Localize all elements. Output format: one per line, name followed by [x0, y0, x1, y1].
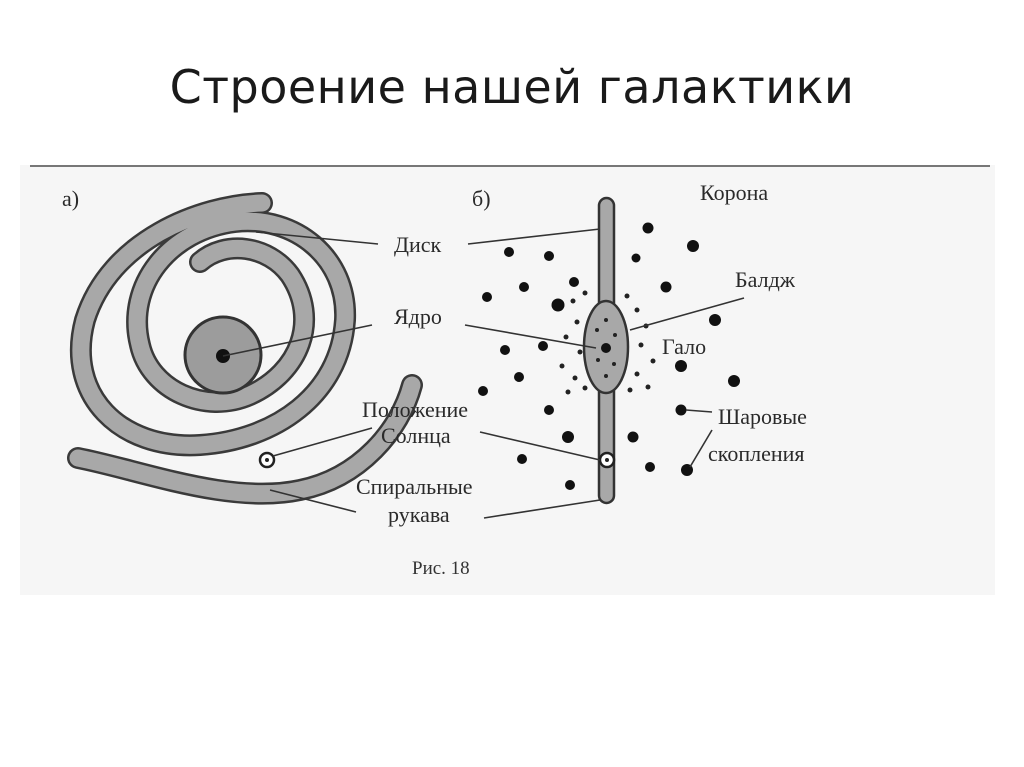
globular-cluster — [631, 253, 641, 263]
halo-star — [634, 307, 640, 313]
bulge-dot — [613, 333, 617, 337]
sun-marker-a-dot — [265, 458, 269, 462]
bulge-dot — [604, 318, 608, 322]
label-disk: Диск — [394, 232, 442, 257]
halo-star — [624, 293, 630, 299]
globular-cluster — [500, 345, 510, 355]
globular-cluster — [565, 480, 575, 490]
globular-cluster — [504, 247, 514, 257]
globular-cluster — [642, 222, 654, 234]
halo-star — [638, 342, 644, 348]
globular-cluster — [569, 277, 579, 287]
halo-star — [582, 385, 588, 391]
panel-a-label: а) — [62, 186, 79, 211]
leader-arms-right — [483, 499, 601, 519]
leader-sun-left — [272, 427, 373, 457]
label-bulge: Балдж — [735, 267, 796, 292]
label-globular-line1: Шаровые — [718, 404, 807, 429]
globular-cluster — [544, 405, 554, 415]
globular-cluster — [645, 462, 655, 472]
bulge-core — [601, 343, 611, 353]
label-sun-line1: Положение — [362, 397, 468, 422]
bulge-dot — [604, 374, 608, 378]
leader-lines — [222, 228, 745, 519]
sun-marker-b-dot — [605, 458, 609, 462]
globular-cluster — [551, 298, 565, 312]
globular-cluster — [728, 375, 740, 387]
edge-on-galaxy — [478, 196, 740, 505]
leader-globular-2 — [689, 429, 713, 468]
label-halo: Гало — [662, 334, 706, 359]
globular-cluster — [482, 292, 492, 302]
leader-sun-right — [479, 431, 601, 461]
halo-star — [574, 319, 580, 325]
bulge-dot — [612, 362, 616, 366]
leader-bulge — [629, 297, 745, 331]
leader-disk-left — [255, 231, 379, 245]
halo-star — [565, 389, 571, 395]
globular-cluster — [660, 281, 672, 293]
globular-cluster — [544, 251, 554, 261]
halo-star — [627, 387, 633, 393]
halo-star — [570, 298, 576, 304]
leader-core-left — [222, 324, 373, 357]
spiral-arm-fill — [72, 194, 354, 454]
spiral-galaxy — [67, 192, 423, 505]
globular-clusters — [478, 222, 740, 490]
label-corona: Корона — [700, 180, 768, 205]
globular-cluster — [519, 282, 529, 292]
globular-cluster — [478, 386, 488, 396]
globular-cluster — [627, 431, 639, 443]
halo-star — [634, 371, 640, 377]
globular-cluster — [562, 431, 574, 443]
label-globular-line2: скопления — [708, 441, 805, 466]
halo-star — [563, 334, 569, 340]
halo-star — [572, 375, 578, 381]
leader-arms — [269, 489, 357, 513]
leader-globular-1 — [685, 409, 713, 413]
globular-cluster — [514, 372, 524, 382]
panel-b-label: б) — [472, 186, 491, 211]
figure-caption: Рис. 18 — [412, 558, 470, 579]
halo-star — [650, 358, 656, 364]
leader-disk-right — [467, 228, 601, 245]
globular-cluster — [538, 341, 548, 351]
label-arms-line2: рукава — [388, 502, 450, 527]
label-sun-line2: Солнца — [381, 423, 451, 448]
halo-star — [559, 363, 565, 369]
halo-star — [645, 384, 651, 390]
globular-cluster — [709, 314, 721, 326]
globular-cluster — [687, 240, 699, 252]
globular-cluster — [517, 454, 527, 464]
bulge-dot — [596, 358, 600, 362]
globular-cluster — [675, 360, 687, 372]
label-core: Ядро — [394, 304, 442, 329]
halo-star — [582, 290, 588, 296]
bulge-dot — [595, 328, 599, 332]
leader-core-right — [464, 324, 597, 349]
label-arms-line1: Спиральные — [356, 474, 473, 499]
halo-star — [577, 349, 583, 355]
globular-cluster — [675, 404, 687, 416]
outer-arm-fill — [69, 376, 421, 503]
slide-title: Строение нашей галактики — [169, 60, 855, 114]
